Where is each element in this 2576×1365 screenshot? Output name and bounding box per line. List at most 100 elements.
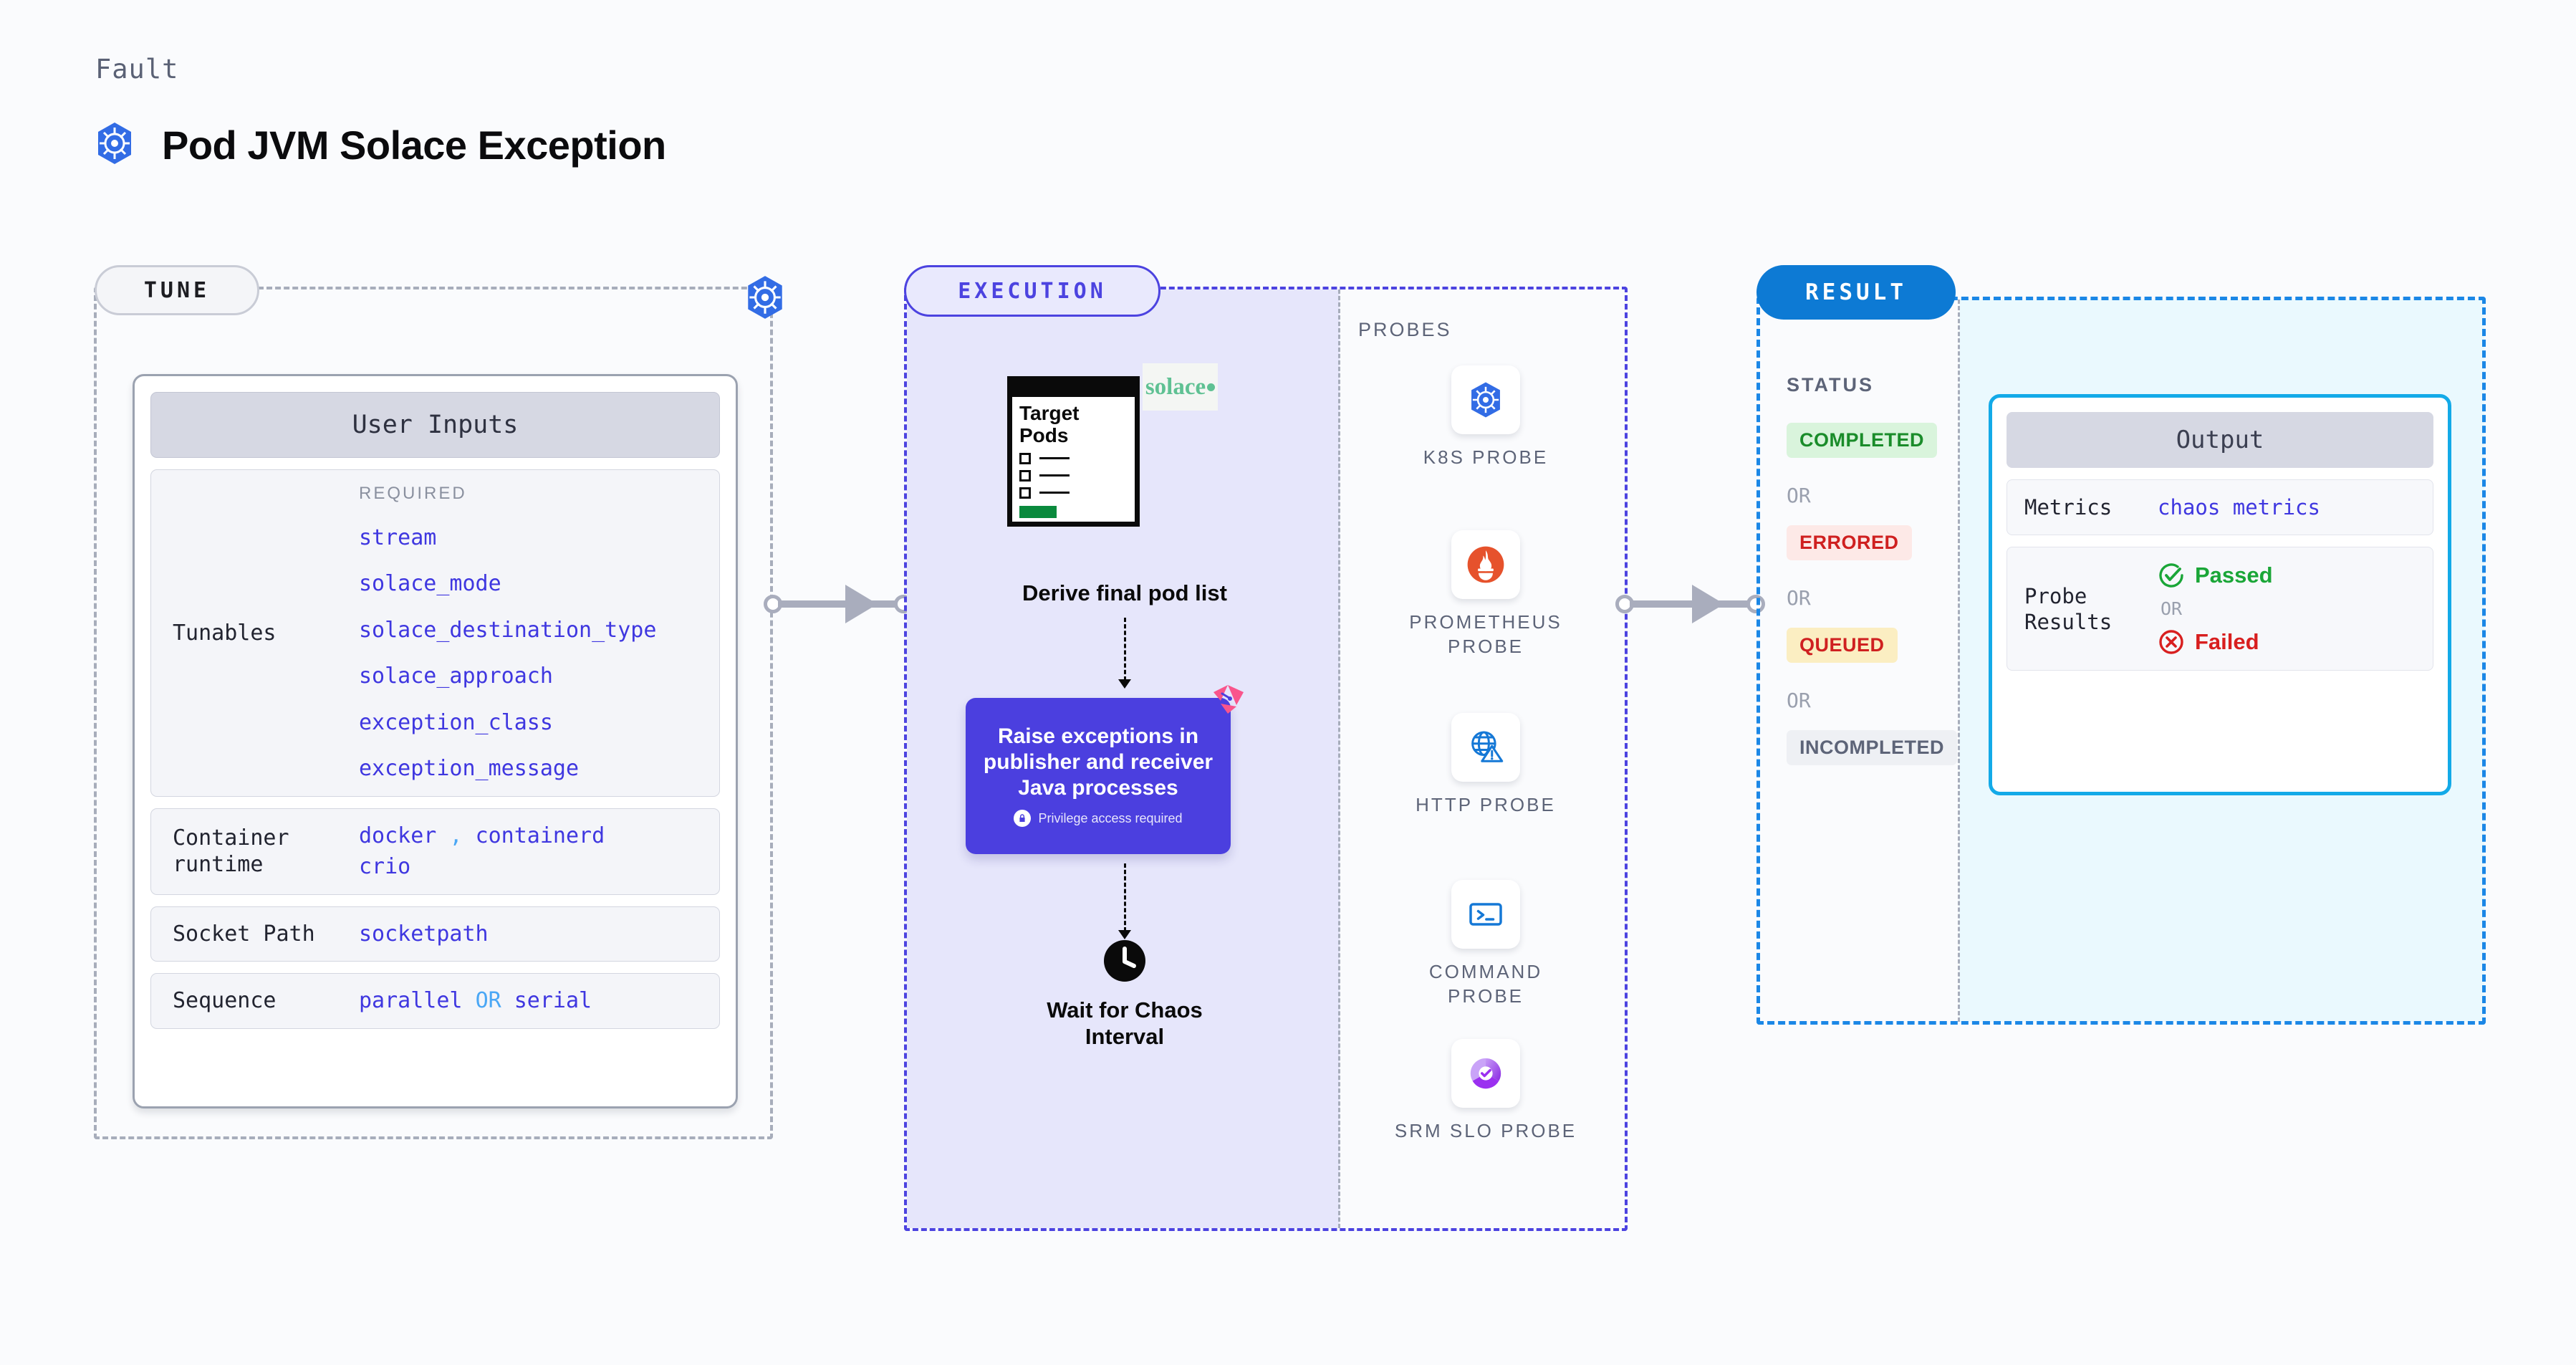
- tune-pill: TUNE: [95, 265, 259, 315]
- table-row: Metrics chaos metrics: [2007, 479, 2433, 536]
- table-row: Container runtime docker , containerd cr…: [150, 808, 720, 895]
- probe-prometheus[interactable]: PROMETHEUS PROBE: [1393, 530, 1579, 659]
- status-label: STATUS: [1787, 374, 1874, 396]
- required-label: REQUIRED: [359, 484, 467, 503]
- connector-arrow: [1692, 585, 1724, 623]
- derive-pod-list-label: Derive final pod list: [1022, 580, 1227, 605]
- check-circle-icon: [2159, 563, 2183, 588]
- value-crio: crio: [359, 854, 411, 880]
- socket-path-value: socketpath: [359, 921, 489, 947]
- status-bar-green: [1019, 505, 1057, 518]
- probes-divider: [1338, 289, 1340, 1228]
- probe-result-failed: Failed: [2158, 628, 2433, 656]
- probe-result-passed: Passed: [2158, 562, 2433, 589]
- status-badge: ERRORED: [1787, 525, 1912, 560]
- container-runtime-key: Container runtime: [173, 825, 289, 878]
- prometheus-icon: [1451, 530, 1520, 599]
- chaos-action-card: Raise exceptions in publisher and receiv…: [966, 698, 1231, 854]
- terminal-icon: [1451, 880, 1520, 949]
- probes-label: PROBES: [1358, 319, 1452, 340]
- list-item: solace_destination_type: [359, 617, 657, 643]
- checkbox-icon: [1019, 469, 1031, 482]
- connector-line: [1630, 600, 1748, 608]
- list-item: stream: [359, 525, 437, 550]
- flow-arrow-line: [1124, 863, 1126, 931]
- status-or: OR: [1787, 689, 1811, 712]
- flow-arrow-head: [1118, 679, 1131, 689]
- result-pill: RESULT: [1756, 265, 1956, 320]
- placeholder-line: [1039, 474, 1070, 477]
- status-or: OR: [1787, 484, 1811, 507]
- user-inputs-title: User Inputs: [150, 392, 720, 458]
- page-title: Pod JVM Solace Exception: [92, 120, 666, 170]
- execution-pill: EXECUTION: [904, 265, 1160, 317]
- sequence-key: Sequence: [173, 988, 277, 1014]
- probe-label: HTTP PROBE: [1416, 794, 1556, 815]
- litmus-logo-icon: [1211, 682, 1245, 717]
- status-or: OR: [1787, 586, 1811, 610]
- socket-path-key: Socket Path: [173, 921, 315, 947]
- tune-panel-border: [94, 287, 773, 1139]
- probe-result-or: OR: [2161, 598, 2183, 620]
- kubernetes-icon: [92, 120, 138, 170]
- connector-arrow: [845, 585, 878, 623]
- sequence-or: OR: [475, 988, 501, 1014]
- http-globe-warning-icon: [1451, 713, 1520, 782]
- solace-dot-icon: [1207, 383, 1216, 391]
- probe-label: COMMAND PROBE: [1428, 961, 1543, 1007]
- target-pods-title-2: Pods: [1019, 423, 1069, 446]
- result-panel-border: [1756, 297, 2486, 1025]
- wait-label-line1: Wait for Chaos: [1047, 997, 1203, 1022]
- container-runtime-values: docker , containerd: [359, 820, 719, 852]
- connector-dot: [1746, 595, 1765, 613]
- clock-icon: [1104, 940, 1145, 982]
- checkbox-icon: [1019, 487, 1031, 499]
- output-title: Output: [2007, 412, 2433, 468]
- probe-label: SRM SLO PROBE: [1394, 1120, 1577, 1141]
- probe-k8s[interactable]: K8S PROBE: [1393, 365, 1579, 470]
- list-item: exception_class: [359, 709, 553, 735]
- placeholder-line: [1039, 457, 1070, 460]
- target-pods-card: Target Pods: [1007, 376, 1140, 527]
- list-item: exception_message: [359, 756, 580, 782]
- metrics-value: chaos metrics: [2158, 495, 2320, 520]
- checkbox-icon: [1019, 452, 1031, 464]
- status-badge: QUEUED: [1787, 628, 1898, 663]
- sequence-parallel: parallel: [359, 988, 463, 1014]
- sequence-serial: serial: [514, 988, 592, 1014]
- list-item: solace_approach: [359, 664, 553, 689]
- result-panel: [1756, 297, 2486, 1025]
- target-pods-titlebar: [1012, 381, 1135, 397]
- wait-chaos-interval: Wait for Chaos Interval: [913, 939, 1336, 1050]
- lock-icon: [1014, 810, 1032, 827]
- target-pods-title-1: Target: [1019, 402, 1080, 424]
- output-card: Output Metrics chaos metrics Probe Resul…: [1989, 394, 2451, 795]
- value-separator: ,: [449, 823, 463, 848]
- solace-logo: solace: [1143, 363, 1218, 411]
- tunables-list: stream solace_mode solace_destination_ty…: [359, 522, 719, 785]
- tune-panel: [94, 287, 773, 1139]
- kubernetes-icon: [741, 274, 789, 321]
- list-item: solace_mode: [359, 571, 501, 597]
- probe-command[interactable]: COMMAND PROBE: [1393, 880, 1579, 1009]
- failed-label: Failed: [2195, 629, 2259, 655]
- table-row: Probe Results Passed OR Failed: [2007, 547, 2433, 671]
- result-divider: [1958, 300, 1960, 1022]
- probe-http[interactable]: HTTP PROBE: [1393, 713, 1579, 818]
- target-pod-row: [1012, 487, 1135, 499]
- wait-label-line2: Interval: [1085, 1024, 1165, 1050]
- value-docker: docker: [359, 823, 437, 848]
- status-badge: INCOMPLETED: [1787, 730, 1958, 765]
- probe-srm-slo[interactable]: SRM SLO PROBE: [1393, 1039, 1579, 1144]
- flow-arrow-head: [1118, 930, 1131, 939]
- connector-line: [778, 600, 910, 608]
- status-badge: COMPLETED: [1787, 423, 1938, 458]
- fault-eyebrow: Fault: [95, 54, 179, 85]
- flow-arrow-line: [1124, 618, 1126, 681]
- metrics-key: Metrics: [2024, 495, 2113, 519]
- solace-logo-text: solace: [1145, 373, 1206, 400]
- placeholder-line: [1039, 492, 1070, 494]
- passed-label: Passed: [2195, 562, 2273, 588]
- probe-label: PROMETHEUS PROBE: [1409, 611, 1562, 657]
